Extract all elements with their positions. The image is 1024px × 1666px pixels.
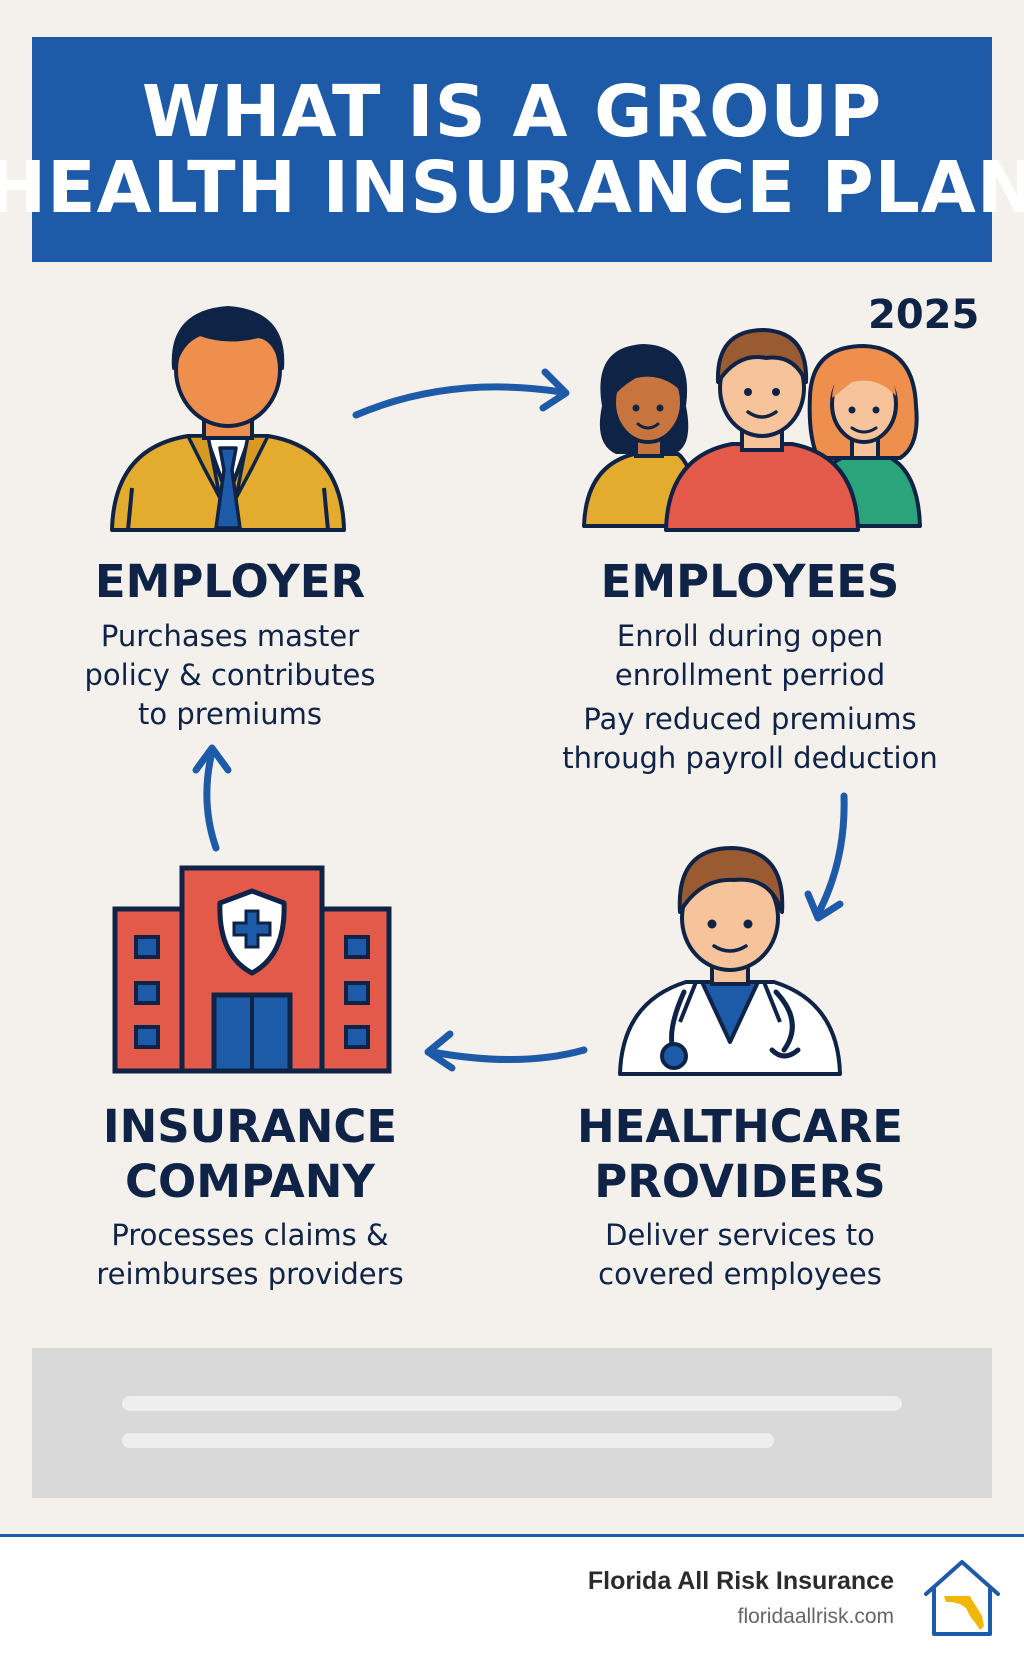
providers-desc-line-1: Deliver services to: [605, 1218, 875, 1252]
year-label: 2025: [868, 292, 980, 338]
employees-desc-line-2: enrollment perriod: [614, 658, 886, 692]
employees-desc-line-1: Enroll during open: [616, 619, 884, 653]
placeholder-line-1: [122, 1396, 902, 1411]
arrow-insurer-to-employer: [203, 748, 220, 852]
employer-desc-line-1: Purchases master: [100, 619, 360, 653]
employees-heading: EMPLOYEES: [600, 555, 900, 608]
doctor-icon: [618, 846, 842, 1076]
insurer-heading-line-2: COMPANY: [125, 1155, 375, 1208]
placeholder-line-2: [122, 1433, 774, 1448]
insurer-desc-line-2: reimburses providers: [96, 1257, 404, 1291]
employees-desc-line-4: through payroll deduction: [562, 741, 938, 775]
employees-desc-line-3: Pay reduced premiums: [583, 702, 917, 736]
providers-heading-line-2: PROVIDERS: [594, 1155, 886, 1208]
businessman-icon: [110, 306, 346, 532]
florida-house-logo-icon: [924, 1560, 1000, 1636]
brand-url[interactable]: floridaallrisk.com: [737, 1605, 894, 1628]
brand-name: Florida All Risk Insurance: [587, 1567, 894, 1595]
arrow-employees-to-providers-head: [804, 890, 844, 922]
insurer-heading-line-1: INSURANCE: [102, 1100, 398, 1153]
placeholder-panel: [32, 1348, 992, 1498]
flow-arrows: [192, 368, 848, 1072]
arrow-employer-to-employees: [352, 383, 566, 419]
title-line-1: WHAT IS A GROUP: [141, 69, 883, 153]
insurer-desc-line-1: Processes claims &: [111, 1218, 389, 1252]
title-banner: WHAT IS A GROUP HEALTH INSURANCE PLAN: [0, 37, 1024, 262]
footer: [0, 1537, 1024, 1666]
providers-desc-line-2: covered employees: [598, 1257, 882, 1291]
employer-desc-line-3: to premiums: [138, 697, 322, 731]
arrow-providers-to-insurer: [428, 1046, 588, 1064]
arrow-employer-to-employees-head: [539, 368, 570, 412]
insurance-building-icon: [112, 865, 392, 1074]
title-line-2: HEALTH INSURANCE PLAN: [0, 145, 1024, 229]
footer-divider: [0, 1534, 1024, 1537]
arrow-providers-to-insurer-head: [424, 1030, 456, 1072]
arrow-employees-to-providers: [814, 792, 848, 918]
employer-heading: EMPLOYER: [94, 555, 366, 608]
arrow-insurer-to-employer-head: [192, 744, 232, 774]
employer-desc-line-2: policy & contributes: [84, 658, 376, 692]
employees-group-icon: [582, 328, 922, 532]
providers-heading-line-1: HEALTHCARE: [576, 1100, 904, 1153]
